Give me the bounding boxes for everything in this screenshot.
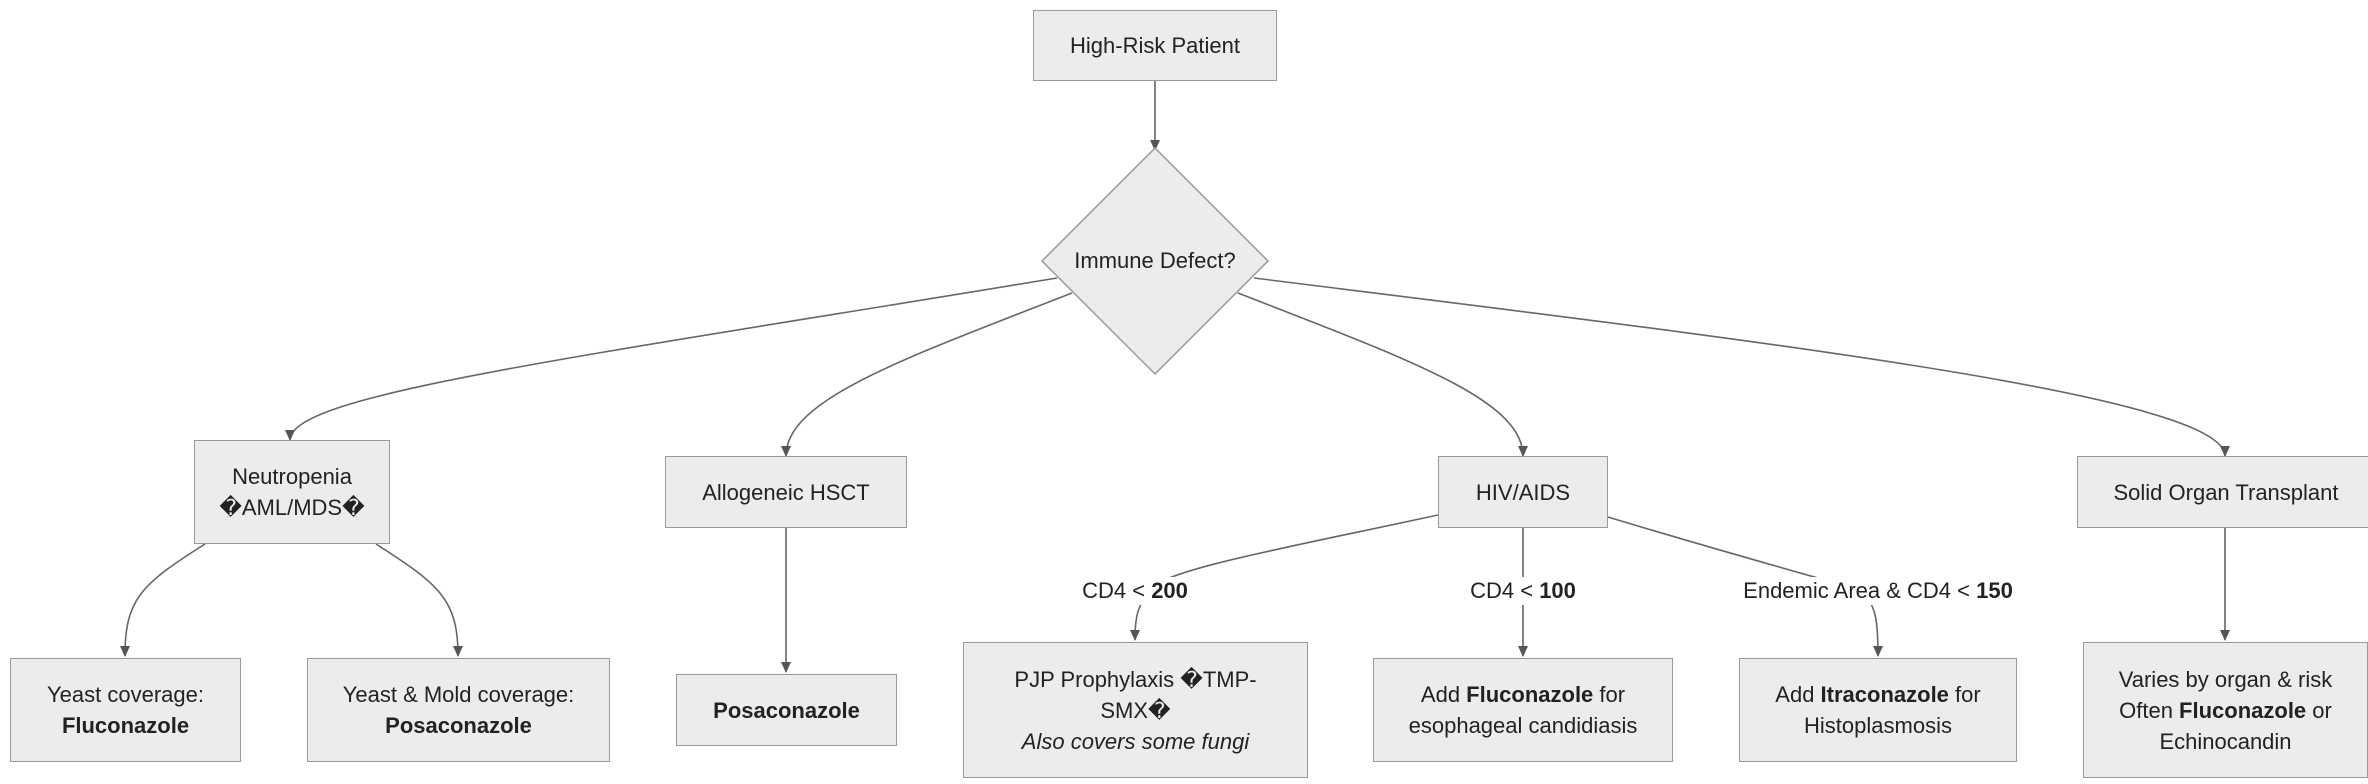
node-yeast-coverage: Yeast coverage: Fluconazole (10, 658, 241, 762)
edge-hiv-pjp (1130, 514, 1439, 641)
node-line: Add Itraconazole for (1775, 682, 1981, 707)
node-label: �AML/MDS� (219, 495, 365, 520)
node-hiv-aids: HIV/AIDS (1438, 456, 1608, 528)
node-label: Neutropenia (232, 464, 352, 489)
node-yeast-mold-coverage: Yeast & Mold coverage: Posaconazole (307, 658, 610, 762)
edge-label-endemic: Endemic Area & CD4 < 150 (1739, 577, 2017, 605)
node-allogeneic-hsct: Allogeneic HSCT (665, 456, 907, 528)
drug-name: Fluconazole (2179, 697, 2307, 723)
drug-name: Itraconazole (1820, 682, 1949, 707)
node-label: Echinocandin (2159, 728, 2292, 754)
drug-name: Fluconazole (61, 713, 190, 738)
node-label: Yeast coverage: (47, 682, 204, 707)
edge-neutropenia-yeast (120, 543, 206, 657)
node-itraconazole-histoplasmosis: Add Itraconazole for Histoplasmosis (1739, 658, 2017, 762)
node-label: High-Risk Patient (1070, 33, 1240, 58)
node-posaconazole: Posaconazole (676, 674, 897, 746)
node-note: Also covers some fungi (1021, 728, 1250, 754)
node-pjp-prophylaxis: PJP Prophylaxis �TMP- SMX� Also covers s… (963, 642, 1308, 778)
node-label: Solid Organ Transplant (2113, 479, 2339, 505)
edge-decision-hsct (781, 292, 1073, 457)
node-label: Histoplasmosis (1804, 713, 1952, 738)
drug-name: Fluconazole (1466, 682, 1594, 707)
node-high-risk-patient: High-Risk Patient (1033, 10, 1277, 81)
node-fluconazole-esophageal: Add Fluconazole for esophageal candidias… (1373, 658, 1673, 762)
edge-decision-sot (1253, 277, 2230, 457)
node-neutropenia: Neutropenia �AML/MDS� (194, 440, 390, 544)
edge-label-cd4-100: CD4 < 100 (1466, 577, 1580, 605)
node-varies-by-organ: Varies by organ & risk Often Fluconazole… (2083, 642, 2368, 778)
edge-decision-neutropenia (285, 277, 1058, 441)
node-label: SMX� (1100, 697, 1171, 723)
node-line: Often Fluconazole or (2119, 697, 2332, 723)
edge-decision-hiv (1237, 292, 1528, 457)
node-label: Varies by organ & risk (2118, 666, 2333, 692)
drug-name: Posaconazole (385, 713, 532, 738)
decision-label: Immune Defect? (1074, 248, 1236, 273)
node-label: Yeast & Mold coverage: (342, 682, 575, 707)
node-solid-organ-transplant: Solid Organ Transplant (2077, 456, 2368, 528)
node-line: Add Fluconazole for (1420, 682, 1626, 707)
drug-name: Posaconazole (713, 697, 860, 723)
node-label: PJP Prophylaxis �TMP- (1014, 666, 1257, 692)
decision-diamond (1040, 146, 1270, 376)
node-label: esophageal candidiasis (1408, 713, 1638, 738)
node-label: Allogeneic HSCT (702, 479, 870, 505)
edge-neutropenia-mold (375, 543, 463, 657)
node-label: HIV/AIDS (1475, 479, 1571, 505)
edge-label-cd4-200: CD4 < 200 (1078, 577, 1192, 605)
